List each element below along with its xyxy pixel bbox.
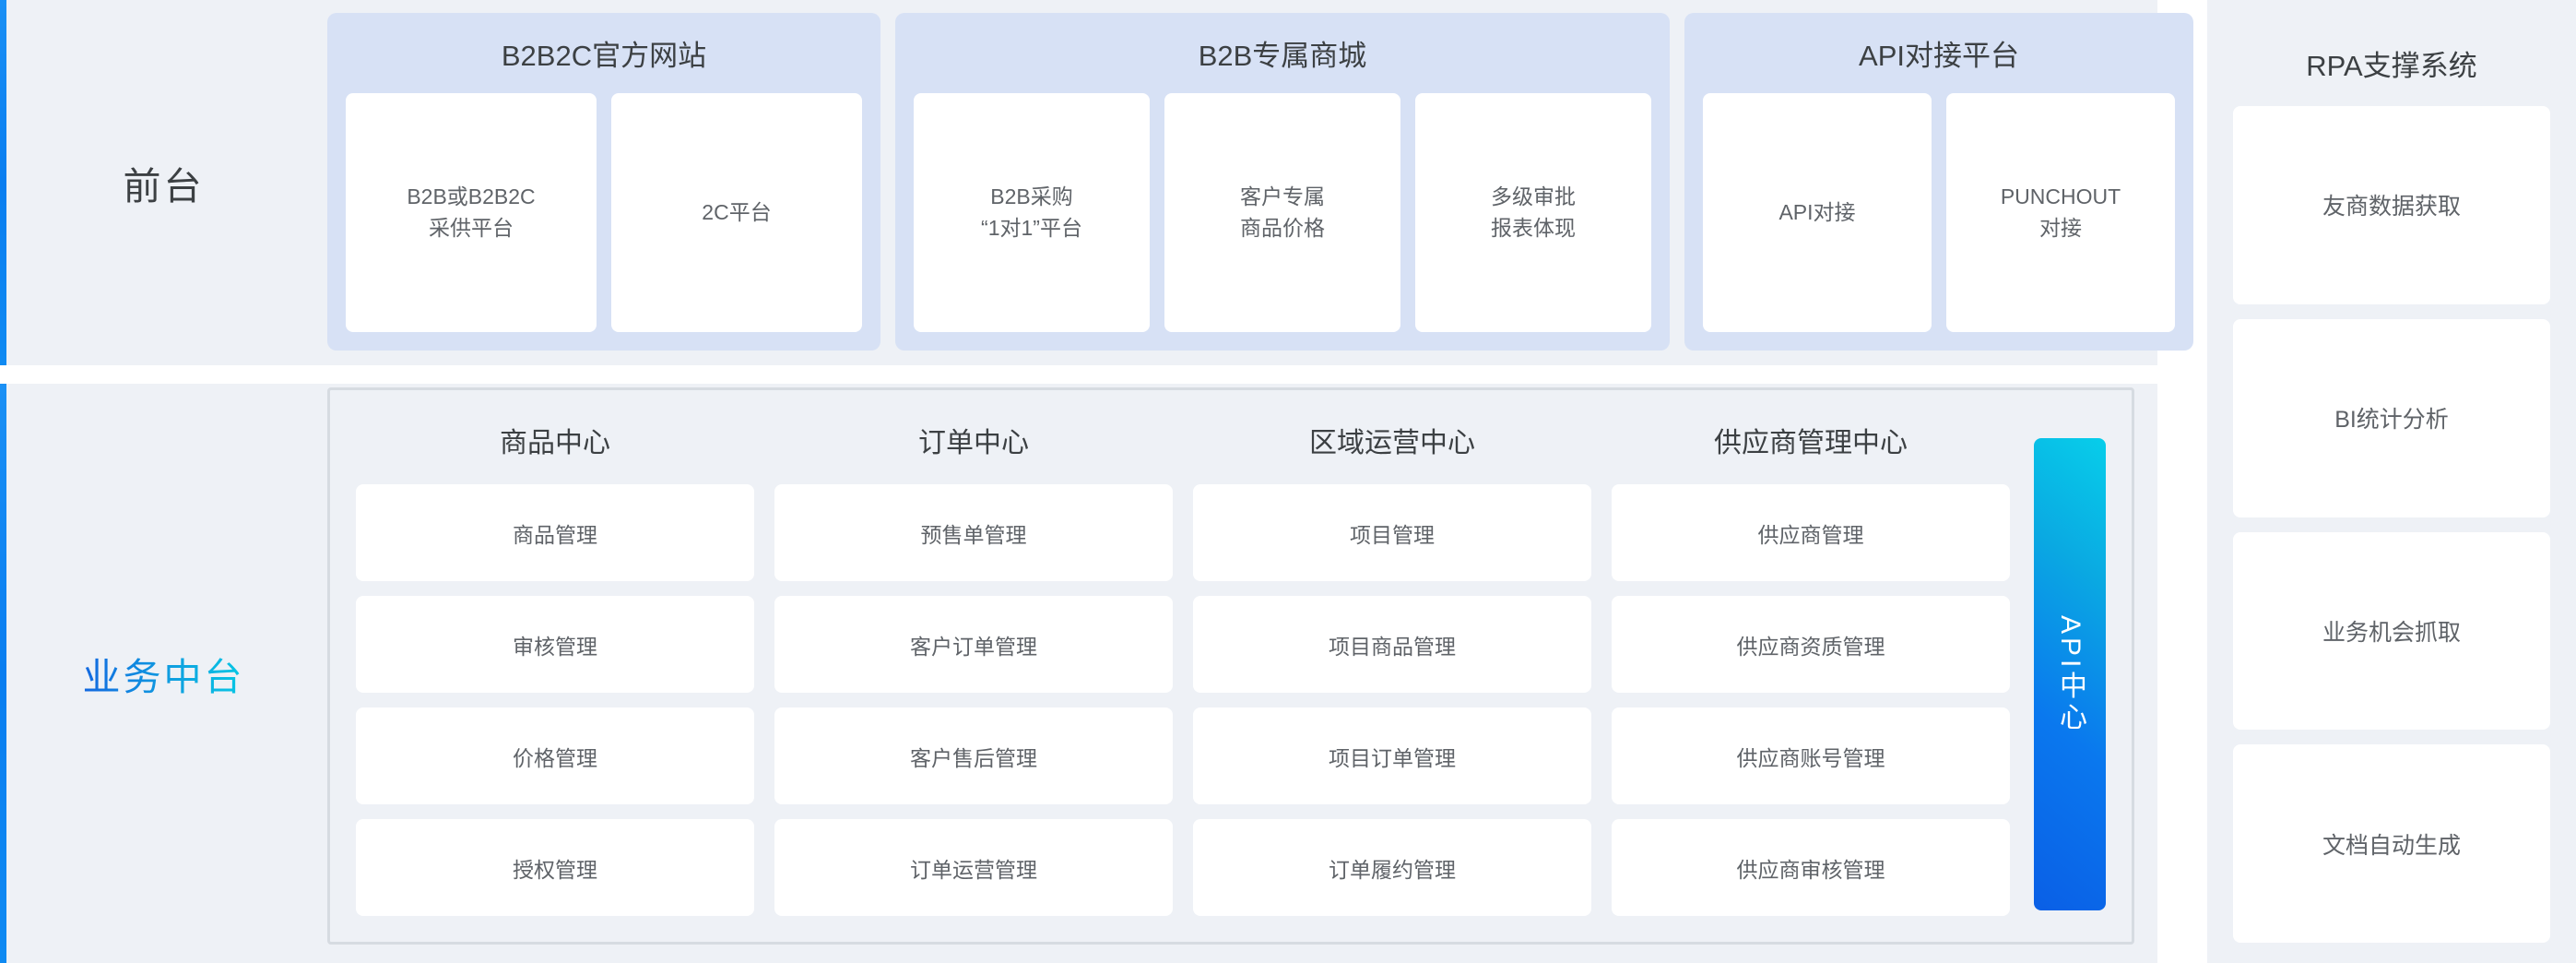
middle-column-product-center: 商品中心 商品管理 审核管理 价格管理 授权管理: [356, 412, 754, 916]
panel-b2b-exclusive-mall[interactable]: B2B专属商城 B2B采购 “1对1”平台 客户专属 商品价格: [895, 13, 1670, 351]
middle-item[interactable]: 客户订单管理: [774, 596, 1173, 693]
front-panels-row: B2B2C官方网站 B2B或B2B2C 采供平台 2C平台: [327, 0, 2193, 365]
middle-column-items: 商品管理 审核管理 价格管理 授权管理: [356, 484, 754, 916]
panel-card-line: 商品价格: [1240, 215, 1325, 240]
middle-column-regional-operation-center: 区域运营中心 项目管理 项目商品管理 项目订单管理 订单履约管理: [1193, 412, 1591, 916]
middle-item[interactable]: 项目管理: [1193, 484, 1591, 581]
panel-card[interactable]: 多级审批 报表体现: [1415, 93, 1651, 332]
panel-card-line: 对接: [2039, 215, 2082, 240]
panel-api-integration-platform[interactable]: API对接平台 API对接 PUNCHOUT 对接: [1684, 13, 2193, 351]
middle-item[interactable]: 授权管理: [356, 819, 754, 916]
panel-card-line: 客户专属: [1240, 184, 1325, 209]
band-accent-bar-middle: [0, 384, 6, 963]
panel-card-line: B2B采购: [990, 184, 1073, 209]
band-label-middle: 业务中台: [0, 384, 327, 963]
panel-title: B2B专属商城: [1198, 40, 1367, 72]
panel-title: B2B2C官方网站: [501, 40, 707, 72]
rpa-card[interactable]: BI统计分析: [2233, 318, 2550, 517]
rpa-card[interactable]: 友商数据获取: [2233, 106, 2550, 304]
middle-platform-box: 商品中心 商品管理 审核管理 价格管理 授权管理 订单中心: [327, 387, 2134, 945]
panel-card-line: 2C平台: [702, 199, 772, 224]
panel-card[interactable]: 2C平台: [611, 93, 862, 332]
middle-body: 商品中心 商品管理 审核管理 价格管理 授权管理 订单中心: [327, 384, 2157, 963]
middle-column-items: 预售单管理 客户订单管理 客户售后管理 订单运营管理: [774, 484, 1173, 916]
panel-card-line: 报表体现: [1491, 215, 1576, 240]
panel-card[interactable]: API对接: [1703, 93, 1932, 332]
band-accent-bar-front: [0, 0, 6, 365]
panel-title: API对接平台: [1859, 40, 2019, 72]
middle-column-items: 项目管理 项目商品管理 项目订单管理 订单履约管理: [1193, 484, 1591, 916]
rpa-title: RPA支撑系统: [2306, 50, 2477, 82]
middle-item[interactable]: 客户售后管理: [774, 707, 1173, 804]
middle-column-supplier-management-center: 供应商管理中心 供应商管理 供应商资质管理 供应商账号管理 供应商审核管理: [1612, 412, 2010, 916]
middle-item[interactable]: 审核管理: [356, 596, 754, 693]
panel-card-line: API对接: [1778, 199, 1856, 224]
band-label-front: 前台: [0, 0, 327, 365]
middle-item[interactable]: 供应商审核管理: [1612, 819, 2010, 916]
panel-card-line: PUNCHOUT: [2000, 184, 2121, 209]
middle-item[interactable]: 供应商资质管理: [1612, 596, 2010, 693]
panel-card[interactable]: 客户专属 商品价格: [1164, 93, 1400, 332]
middle-item[interactable]: 项目订单管理: [1193, 707, 1591, 804]
bands-column: 前台 B2B2C官方网站 B2B或B2B2C 采供平台: [0, 0, 2193, 963]
middle-item[interactable]: 预售单管理: [774, 484, 1173, 581]
rpa-card-list: 友商数据获取 BI统计分析 业务机会抓取 文档自动生成: [2233, 106, 2550, 943]
middle-item[interactable]: 价格管理: [356, 707, 754, 804]
panel-card[interactable]: B2B采购 “1对1”平台: [914, 93, 1150, 332]
panel-b2b2c-official-site[interactable]: B2B2C官方网站 B2B或B2B2C 采供平台 2C平台: [327, 13, 880, 351]
middle-item[interactable]: 商品管理: [356, 484, 754, 581]
panel-card-line: 采供平台: [428, 215, 514, 240]
middle-column-items: 供应商管理 供应商资质管理 供应商账号管理 供应商审核管理: [1612, 484, 2010, 916]
panel-card-list: B2B采购 “1对1”平台 客户专属 商品价格: [914, 93, 1651, 332]
middle-item[interactable]: 订单履约管理: [1193, 819, 1591, 916]
panel-card-line: “1对1”平台: [981, 215, 1082, 240]
band-separator: [0, 365, 2157, 384]
panel-card-list: B2B或B2B2C 采供平台 2C平台: [346, 93, 862, 332]
middle-item[interactable]: 供应商账号管理: [1612, 707, 2010, 804]
rpa-card[interactable]: 文档自动生成: [2233, 744, 2550, 943]
panel-card-line: 多级审批: [1491, 184, 1576, 209]
band-label-middle-text: 业务中台: [83, 646, 245, 701]
rpa-support-system-column: RPA支撑系统 友商数据获取 BI统计分析 业务机会抓取 文档自动生成: [2207, 0, 2576, 963]
middle-column-title: 商品中心: [500, 428, 610, 458]
api-center-rail[interactable]: API中心: [2034, 438, 2106, 910]
band-front-office: 前台 B2B2C官方网站 B2B或B2B2C 采供平台: [0, 0, 2193, 365]
middle-item[interactable]: 供应商管理: [1612, 484, 2010, 581]
api-center-label: API中心: [2055, 614, 2086, 734]
band-business-middle-platform: 业务中台 商品中心 商品管理 审核管理 价格管理 授权管理: [0, 384, 2157, 963]
panel-card[interactable]: B2B或B2B2C 采供平台: [346, 93, 597, 332]
middle-item[interactable]: 订单运营管理: [774, 819, 1173, 916]
middle-column-title: 区域运营中心: [1309, 428, 1475, 458]
rpa-card[interactable]: 业务机会抓取: [2233, 531, 2550, 731]
band-label-front-text: 前台: [123, 165, 205, 208]
api-center-rail-wrapper: API中心: [2010, 412, 2106, 916]
middle-columns: 商品中心 商品管理 审核管理 价格管理 授权管理 订单中心: [356, 412, 2010, 916]
panel-card[interactable]: PUNCHOUT 对接: [1946, 93, 2175, 332]
middle-item[interactable]: 项目商品管理: [1193, 596, 1591, 693]
middle-column-title: 订单中心: [918, 428, 1029, 458]
panel-card-line: B2B或B2B2C: [407, 184, 536, 209]
middle-column-title: 供应商管理中心: [1714, 428, 1908, 458]
middle-column-order-center: 订单中心 预售单管理 客户订单管理 客户售后管理 订单运营管理: [774, 412, 1173, 916]
panel-card-list: API对接 PUNCHOUT 对接: [1703, 93, 2175, 332]
